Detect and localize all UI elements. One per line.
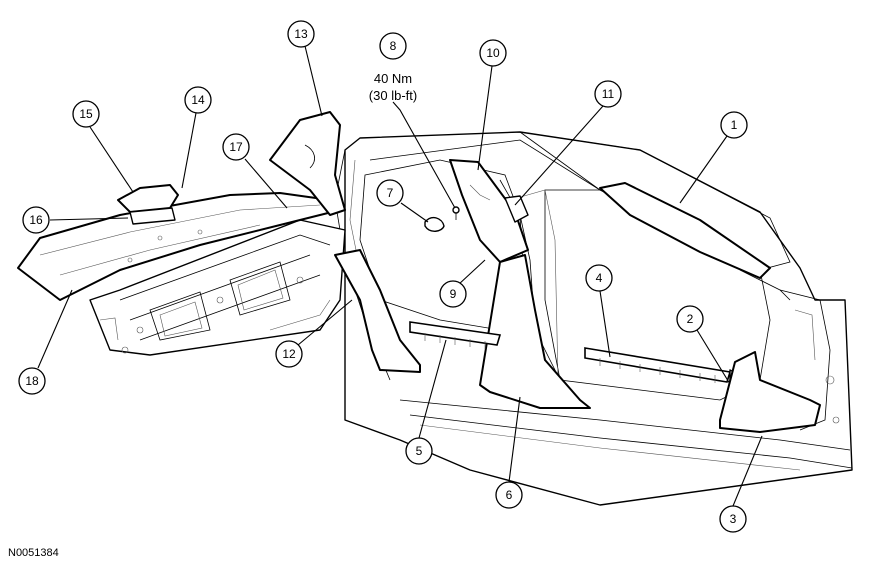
seat-belt-bolt: [452, 206, 460, 220]
svg-text:10: 10: [486, 46, 500, 60]
callout-8: 8: [379, 32, 407, 60]
seat-belt-guide: [504, 195, 529, 223]
svg-text:5: 5: [416, 444, 423, 458]
svg-text:7: 7: [387, 186, 394, 200]
callout-2: 2: [676, 305, 704, 333]
svg-text:16: 16: [29, 213, 43, 227]
callout-12: 12: [275, 340, 303, 368]
svg-text:12: 12: [282, 347, 296, 361]
svg-text:13: 13: [294, 27, 308, 41]
b-pillar-lower-trim-panel: [479, 254, 591, 409]
leader-lines: [37, 45, 763, 507]
coat-hook: [424, 216, 445, 232]
callout-11: 11: [594, 80, 622, 108]
rear-structure: [89, 219, 346, 356]
callout-14: 14: [184, 86, 212, 114]
callout-13: 13: [287, 20, 315, 48]
callout-1: 1: [720, 111, 748, 139]
callout-17: 17: [222, 133, 250, 161]
svg-text:3: 3: [730, 512, 737, 526]
callout-3: 3: [719, 505, 747, 533]
b-pillar-upper-trim-panel: [449, 159, 529, 263]
svg-text:17: 17: [229, 140, 243, 154]
svg-text:14: 14: [191, 93, 205, 107]
stop-lamp-base: [129, 207, 176, 225]
callout-6: 6: [495, 481, 523, 509]
svg-text:2: 2: [687, 312, 694, 326]
svg-text:4: 4: [596, 271, 603, 285]
figure-id: N0051384: [8, 547, 59, 559]
callout-7: 7: [376, 179, 404, 207]
torque-spec-imperial: (30 lb-ft): [369, 88, 417, 103]
callout-5: 5: [405, 437, 433, 465]
callout-15: 15: [72, 100, 100, 128]
svg-text:9: 9: [450, 287, 457, 301]
c-pillar-upper-trim-panel: [269, 111, 346, 216]
callout-16: 16: [22, 206, 50, 234]
rear-scuff-plate: [409, 321, 502, 346]
cowl-side-trim-panel: [719, 351, 821, 433]
svg-text:1: 1: [731, 118, 738, 132]
callout-4: 4: [585, 264, 613, 292]
svg-text:11: 11: [602, 87, 615, 101]
svg-text:6: 6: [506, 488, 513, 502]
torque-spec-metric: 40 Nm: [374, 71, 412, 86]
svg-text:8: 8: [390, 39, 397, 53]
a-pillar-trim-panel: [599, 182, 771, 279]
front-scuff-plate: [584, 347, 732, 383]
callout-10: 10: [479, 39, 507, 67]
callout-9: 9: [439, 280, 467, 308]
svg-text:18: 18: [25, 374, 39, 388]
callout-18: 18: [18, 367, 46, 395]
quarter-trim-panel: [334, 249, 421, 373]
svg-text:15: 15: [79, 107, 93, 121]
